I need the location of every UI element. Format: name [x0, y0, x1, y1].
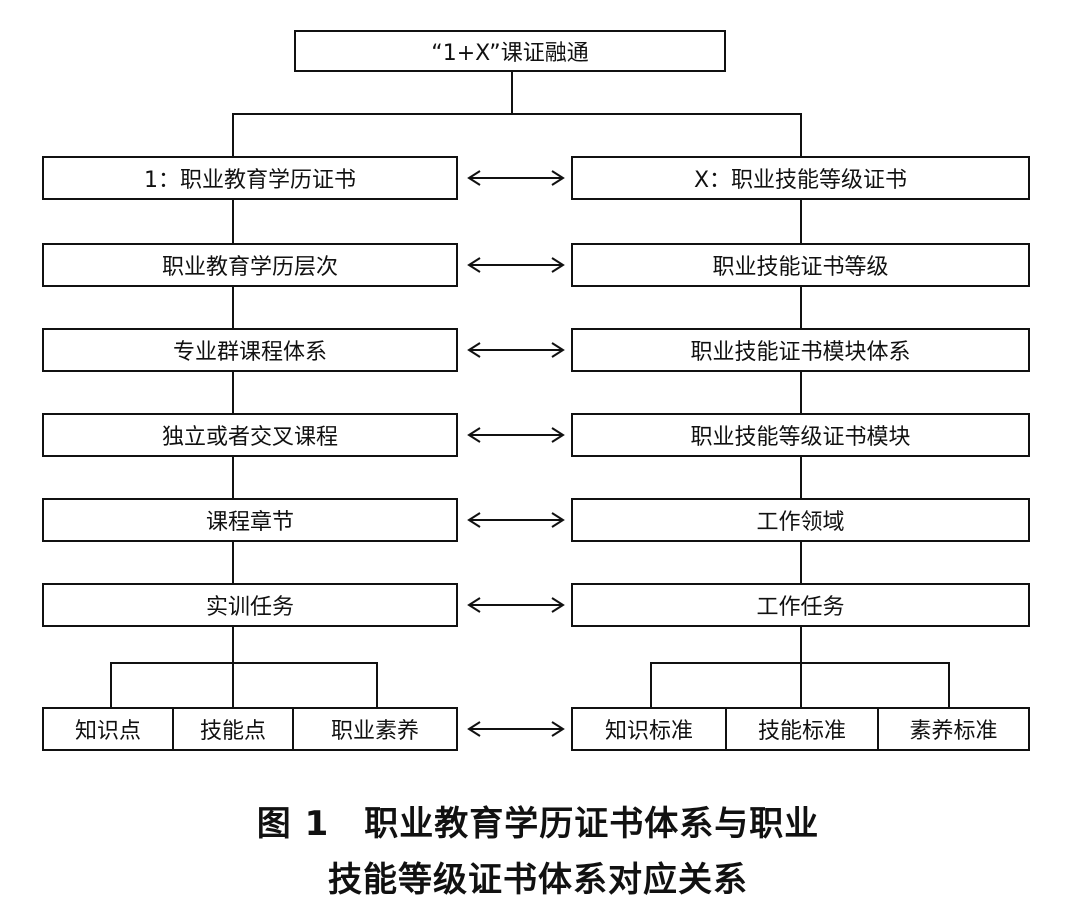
- left-leaf-bar: [110, 662, 378, 664]
- left-drop-line: [232, 113, 234, 156]
- left-connector-2: [232, 287, 234, 328]
- right-leaf-stem: [800, 627, 802, 707]
- right-connector-1: [800, 200, 802, 243]
- right-node-1: X：职业技能等级证书: [571, 156, 1030, 200]
- left-node-1: 1：职业教育学历证书: [42, 156, 458, 200]
- right-node-4-label: 职业技能等级证书模块: [690, 425, 911, 450]
- left-leaf-drop-1: [110, 662, 112, 707]
- right-connector-4: [800, 457, 802, 498]
- right-node-6: 工作任务: [571, 583, 1030, 627]
- left-node-6: 实训任务: [42, 583, 458, 627]
- left-node-5-label: 课程章节: [205, 510, 294, 535]
- left-leaf-1-label: 知识点: [74, 719, 141, 744]
- left-leaf-2-label: 技能点: [199, 719, 266, 744]
- right-connector-5: [800, 542, 802, 583]
- right-node-5: 工作领域: [571, 498, 1030, 542]
- right-node-3: 职业技能证书模块体系: [571, 328, 1030, 372]
- top-connector: [511, 72, 513, 114]
- left-node-1-label: 1：职业教育学历证书: [144, 168, 356, 193]
- right-leaf-2-label: 技能标准: [757, 719, 846, 744]
- left-node-2: 职业教育学历层次: [42, 243, 458, 287]
- right-leaf-drop-3: [948, 662, 950, 707]
- right-node-2: 职业技能证书等级: [571, 243, 1030, 287]
- right-drop-line: [800, 113, 802, 156]
- left-leaf-3: 职业素养: [294, 707, 458, 751]
- right-node-4: 职业技能等级证书模块: [571, 413, 1030, 457]
- double-arrow-3: [467, 342, 565, 358]
- left-node-4: 独立或者交叉课程: [42, 413, 458, 457]
- double-arrow-4: [467, 427, 565, 443]
- right-node-1-label: X：职业技能等级证书: [693, 168, 908, 193]
- right-leaf-1: 知识标准: [571, 707, 727, 751]
- left-leaf-2: 技能点: [174, 707, 294, 751]
- right-leaf-drop-1: [650, 662, 652, 707]
- figure-caption-line-2: 技能等级证书体系对应关系: [328, 860, 748, 900]
- double-arrow-2: [467, 257, 565, 273]
- right-leaf-1-label: 知识标准: [604, 719, 693, 744]
- right-connector-3: [800, 372, 802, 413]
- left-node-5: 课程章节: [42, 498, 458, 542]
- left-node-2-label: 职业教育学历层次: [161, 255, 338, 280]
- left-leaf-1: 知识点: [42, 707, 174, 751]
- top-split-line: [232, 113, 802, 115]
- left-connector-5: [232, 542, 234, 583]
- left-leaf-drop-3: [376, 662, 378, 707]
- right-node-2-label: 职业技能证书等级: [712, 255, 889, 280]
- top-node-label: “1+X”课证融通: [431, 41, 589, 66]
- double-arrow-7: [467, 721, 565, 737]
- left-connector-3: [232, 372, 234, 413]
- right-node-6-label: 工作任务: [756, 595, 845, 620]
- double-arrow-1: [467, 170, 565, 186]
- right-node-5-label: 工作领域: [756, 510, 845, 535]
- top-node: “1+X”课证融通: [294, 30, 726, 72]
- left-connector-4: [232, 457, 234, 498]
- right-leaf-bar: [650, 662, 950, 664]
- left-node-3: 专业群课程体系: [42, 328, 458, 372]
- left-connector-1: [232, 200, 234, 243]
- right-node-3-label: 职业技能证书模块体系: [690, 340, 911, 365]
- double-arrow-5: [467, 512, 565, 528]
- right-leaf-3-label: 素养标准: [909, 719, 998, 744]
- right-connector-2: [800, 287, 802, 328]
- right-leaf-3: 素养标准: [879, 707, 1030, 751]
- left-leaf-3-label: 职业素养: [330, 719, 419, 744]
- left-leaf-stem: [232, 627, 234, 707]
- right-leaf-2: 技能标准: [727, 707, 879, 751]
- left-node-3-label: 专业群课程体系: [172, 340, 327, 365]
- left-node-4-label: 独立或者交叉课程: [161, 425, 338, 450]
- double-arrow-6: [467, 597, 565, 613]
- left-node-6-label: 实训任务: [205, 595, 294, 620]
- figure-caption-line-1: 图 1 职业教育学历证书体系与职业: [256, 804, 820, 844]
